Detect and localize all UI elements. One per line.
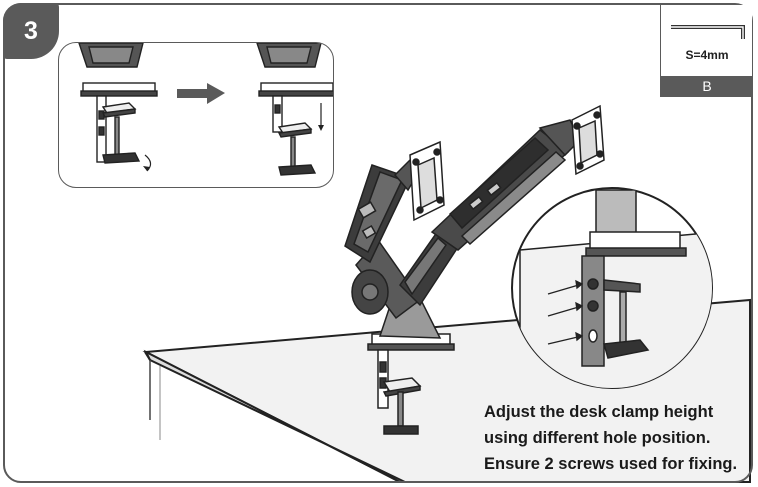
left-arm [344,158,421,264]
desk-clamp [367,333,455,435]
instruction-line-3: Ensure 2 screws used for fixing. [484,455,738,473]
tool-letter-label: B [661,76,753,96]
clamp-detail-callout [511,187,713,389]
step-number-badge: 3 [3,3,59,59]
adjustment-sequence-inset [58,42,334,188]
instruction-text: Adjust the desk clamp height using diffe… [484,399,752,477]
instruction-line-2: using different hole position. [484,429,711,447]
left-vesa-plate [409,140,445,222]
clamp-before [78,43,158,172]
page-frame [3,3,753,483]
sequence-arrow [177,83,225,104]
clamp-after [256,43,333,176]
right-arm [399,119,581,307]
right-vesa-plate [571,104,605,176]
tool-size-label: S=4mm [685,48,729,62]
tool-indicator: S=4mm B [660,5,753,97]
adjustment-sequence-illustration [78,43,333,176]
instruction-line-1: Adjust the desk clamp height [484,403,714,421]
allen-key-icon [671,25,745,39]
